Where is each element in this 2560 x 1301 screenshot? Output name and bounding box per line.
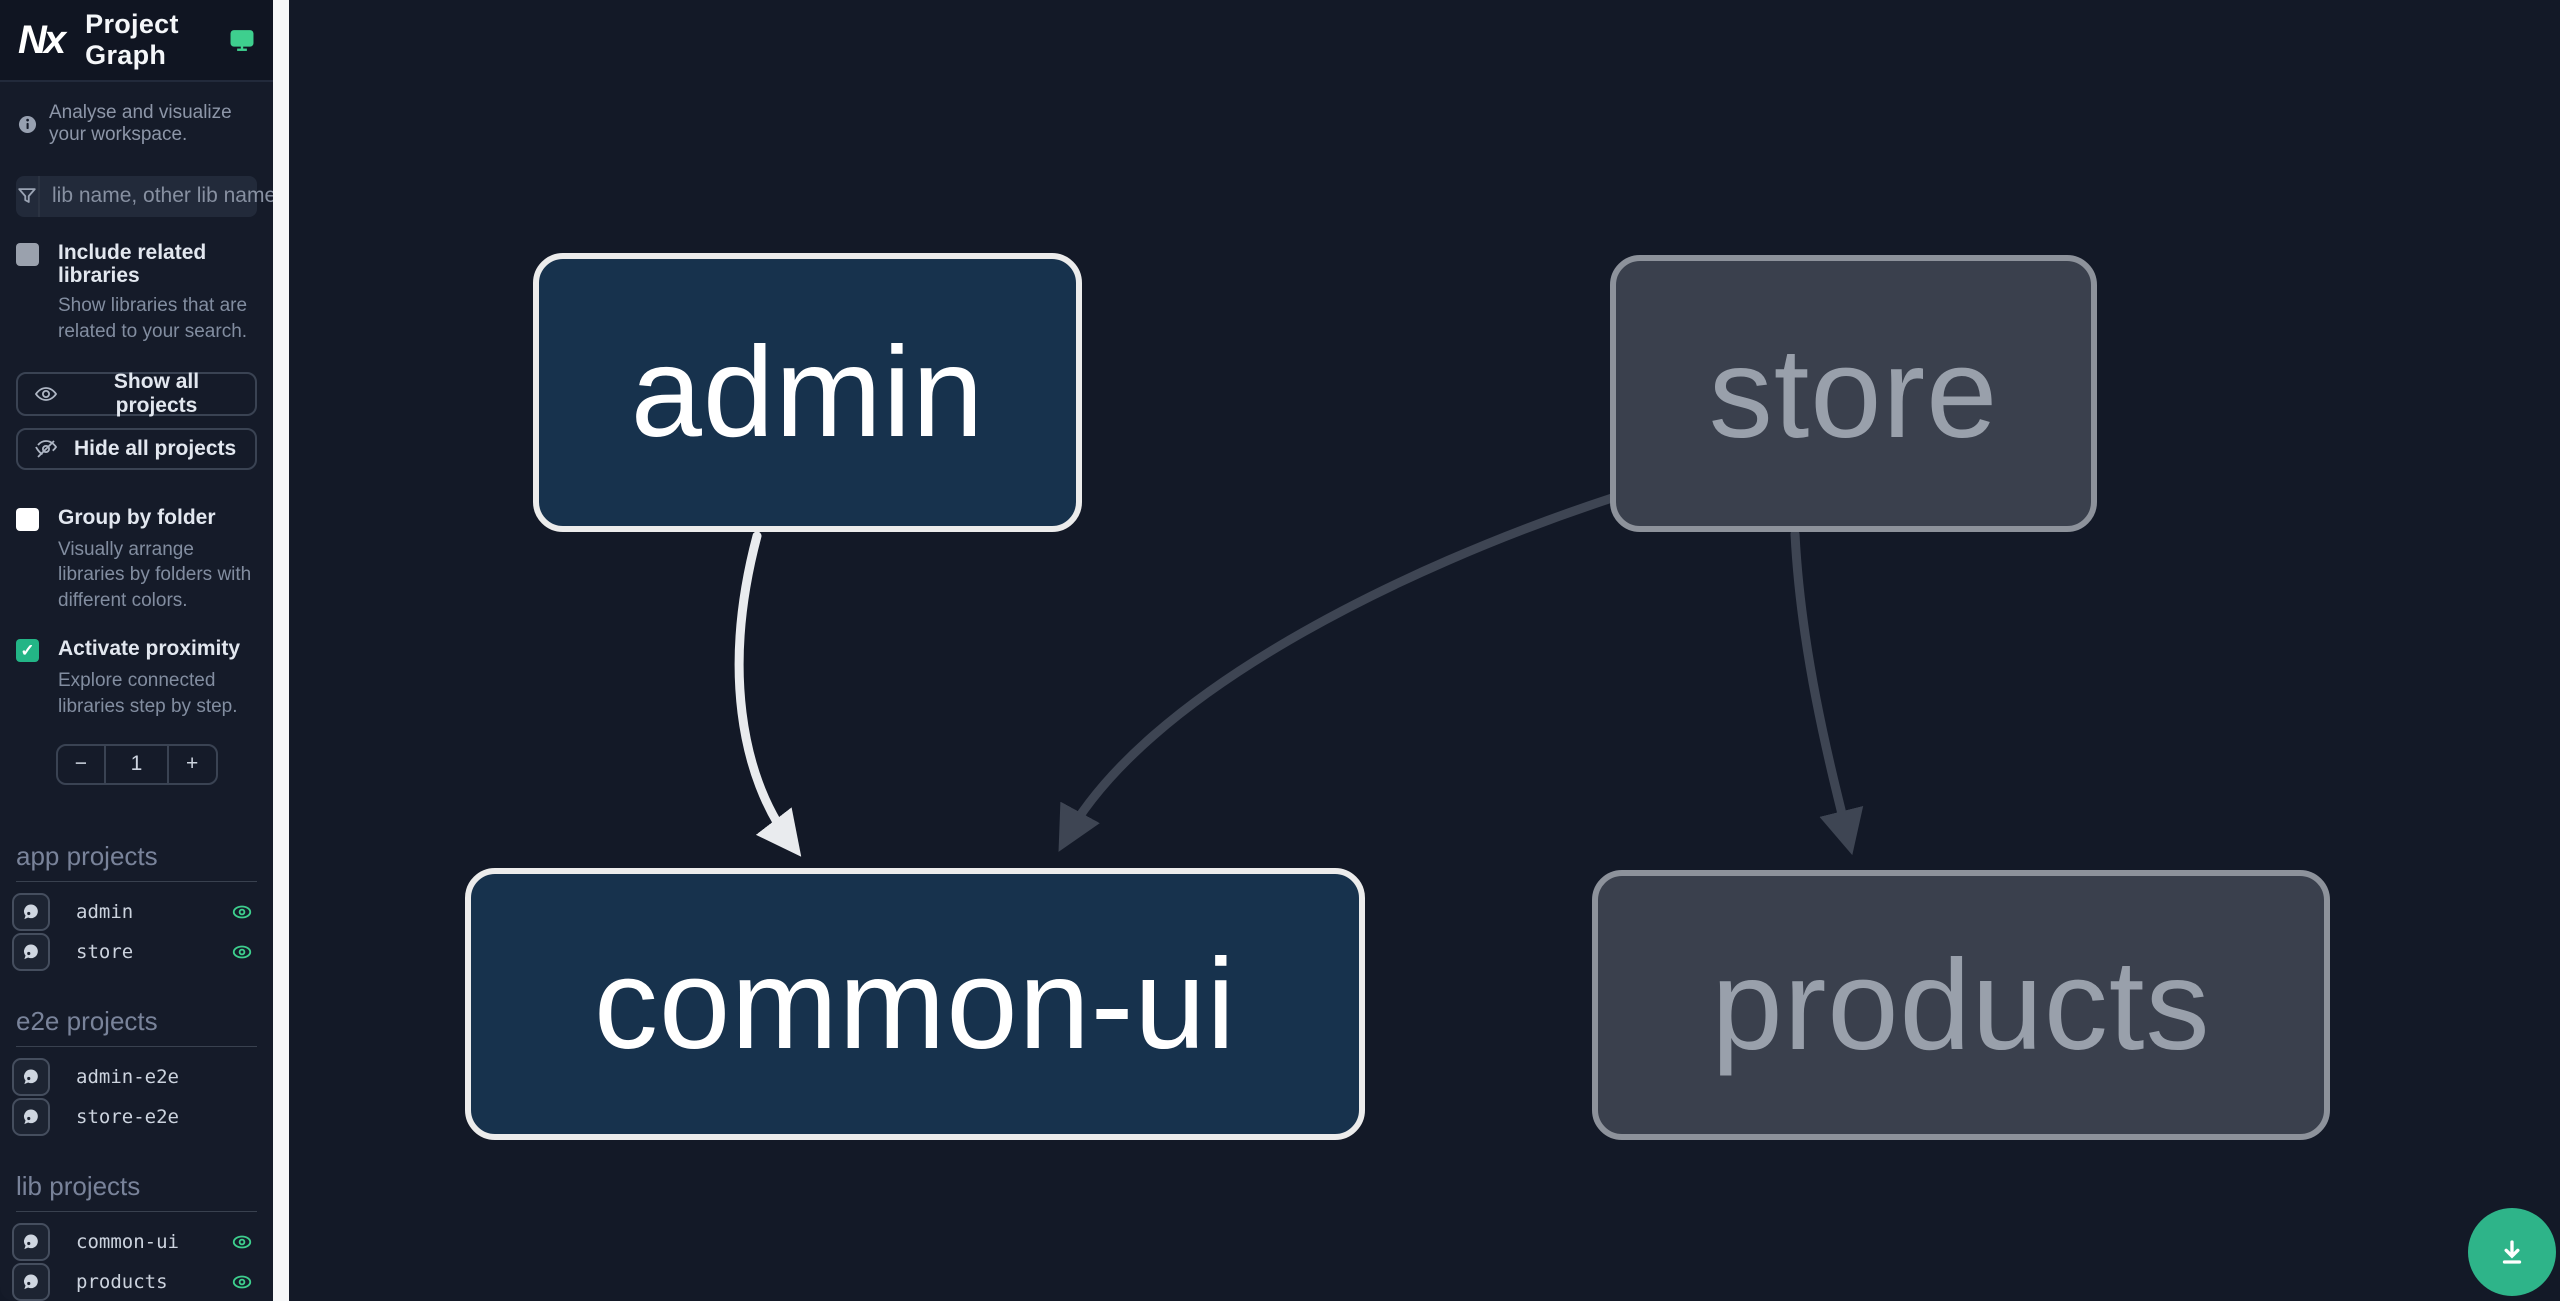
option-activate-proximity[interactable]: ✓ Activate proximity Explore connected l… bbox=[0, 637, 273, 719]
section-title: app projects bbox=[16, 841, 257, 882]
project-item: common-ui bbox=[12, 1222, 257, 1262]
graph-node-store[interactable]: store bbox=[1610, 255, 2097, 532]
funnel-icon bbox=[16, 176, 40, 217]
project-name[interactable]: common-ui bbox=[76, 1230, 179, 1253]
edge-store-to-products[interactable] bbox=[1790, 529, 1864, 856]
proximity-value: 1 bbox=[104, 745, 169, 783]
show-all-projects-button[interactable]: Show all projects bbox=[16, 370, 257, 418]
eye-off-icon bbox=[34, 437, 58, 461]
nx-project-icon bbox=[21, 942, 41, 962]
project-item: admin-e2e bbox=[12, 1057, 257, 1097]
project-section: lib projects common-ui products bbox=[12, 1171, 257, 1301]
tagline-text: Analyse and visualize your workspace. bbox=[49, 102, 232, 145]
activate-proximity-description: Explore connected libraries step by step… bbox=[58, 670, 238, 718]
nx-project-icon bbox=[21, 1067, 41, 1087]
hide-all-projects-button[interactable]: Hide all projects bbox=[16, 428, 257, 470]
sidebar: Nx Project Graph Analyse and visualize y… bbox=[0, 0, 335, 1301]
include-related-label: Include related libraries bbox=[58, 240, 207, 287]
project-focus-button[interactable] bbox=[12, 1097, 50, 1136]
nx-project-icon bbox=[21, 1272, 41, 1292]
option-group-by-folder[interactable]: Group by folder Visually arrange librari… bbox=[0, 506, 273, 614]
eye-icon bbox=[34, 382, 58, 406]
include-related-checkbox[interactable] bbox=[16, 242, 39, 266]
show-all-projects-label: Show all projects bbox=[113, 370, 200, 418]
activate-proximity-label: Activate proximity bbox=[58, 637, 241, 661]
project-focus-button[interactable] bbox=[12, 1262, 50, 1301]
project-section: e2e projects admin-e2e store-e2e bbox=[12, 1006, 257, 1137]
graph-node-admin[interactable]: admin bbox=[533, 253, 1082, 532]
project-item: admin bbox=[12, 892, 257, 932]
tagline-row: Analyse and visualize your workspace. bbox=[18, 102, 255, 146]
visibility-eye-icon[interactable] bbox=[231, 941, 253, 963]
sidebar-resize-divider[interactable] bbox=[273, 0, 289, 1301]
project-name[interactable]: admin bbox=[76, 900, 134, 923]
info-icon bbox=[18, 115, 37, 134]
nx-project-icon bbox=[21, 902, 41, 922]
save-image-button[interactable] bbox=[2468, 1208, 2556, 1296]
project-item: store-e2e bbox=[12, 1097, 257, 1137]
project-item: store bbox=[12, 932, 257, 972]
proximity-stepper: − 1 + bbox=[55, 743, 218, 785]
project-focus-button[interactable] bbox=[12, 1222, 50, 1261]
project-focus-button[interactable] bbox=[12, 892, 50, 931]
activate-proximity-checkbox[interactable]: ✓ bbox=[16, 639, 39, 663]
visibility-eye-icon[interactable] bbox=[231, 901, 253, 923]
group-by-folder-label: Group by folder bbox=[58, 505, 216, 529]
nx-logo[interactable]: Nx bbox=[18, 17, 66, 62]
node-label: admin bbox=[630, 321, 985, 464]
node-label: products bbox=[1711, 933, 2211, 1077]
graph-node-products[interactable]: products bbox=[1592, 870, 2330, 1140]
project-name[interactable]: store-e2e bbox=[76, 1105, 179, 1128]
download-icon bbox=[2492, 1232, 2532, 1272]
proximity-increment-button[interactable]: + bbox=[185, 752, 199, 776]
node-label: store bbox=[1708, 322, 1999, 465]
section-title: lib projects bbox=[16, 1171, 257, 1212]
visibility-eye-icon[interactable] bbox=[231, 1231, 253, 1253]
project-name[interactable]: products bbox=[76, 1270, 168, 1293]
search-box bbox=[16, 176, 335, 217]
option-include-related[interactable]: Include related libraries Show libraries… bbox=[0, 241, 273, 344]
app-title: Project Graph bbox=[85, 9, 179, 70]
include-related-description: Show libraries that are related to your … bbox=[58, 295, 248, 342]
project-sections: app projects admin store e2e projects ad… bbox=[0, 841, 273, 1301]
graph-edges bbox=[734, 493, 1864, 857]
group-by-folder-checkbox[interactable] bbox=[16, 507, 39, 531]
group-by-folder-description: Visually arrange libraries by folders wi… bbox=[58, 538, 252, 611]
project-name[interactable]: admin-e2e bbox=[76, 1065, 179, 1088]
project-item: products bbox=[12, 1262, 257, 1301]
node-label: common-ui bbox=[593, 932, 1237, 1076]
project-name[interactable]: store bbox=[76, 940, 134, 963]
project-section: app projects admin store bbox=[12, 841, 257, 972]
section-title: e2e projects bbox=[16, 1006, 257, 1047]
graph-node-common-ui[interactable]: common-ui bbox=[465, 868, 1365, 1140]
edge-admin-to-common-ui[interactable] bbox=[734, 531, 802, 857]
nx-project-icon bbox=[21, 1232, 41, 1252]
proximity-decrement-button[interactable]: − bbox=[74, 752, 88, 776]
project-focus-button[interactable] bbox=[12, 932, 50, 971]
monitor-icon[interactable] bbox=[229, 27, 255, 53]
visibility-eye-icon[interactable] bbox=[231, 1271, 253, 1293]
edge-store-to-common-ui[interactable] bbox=[1058, 493, 1617, 852]
hide-all-projects-label: Hide all projects bbox=[74, 436, 237, 460]
graph-canvas[interactable]: admin store common-ui products bbox=[289, 0, 2560, 1301]
nx-project-icon bbox=[21, 1107, 41, 1127]
sidebar-header: Nx Project Graph bbox=[0, 0, 273, 82]
project-focus-button[interactable] bbox=[12, 1057, 50, 1096]
